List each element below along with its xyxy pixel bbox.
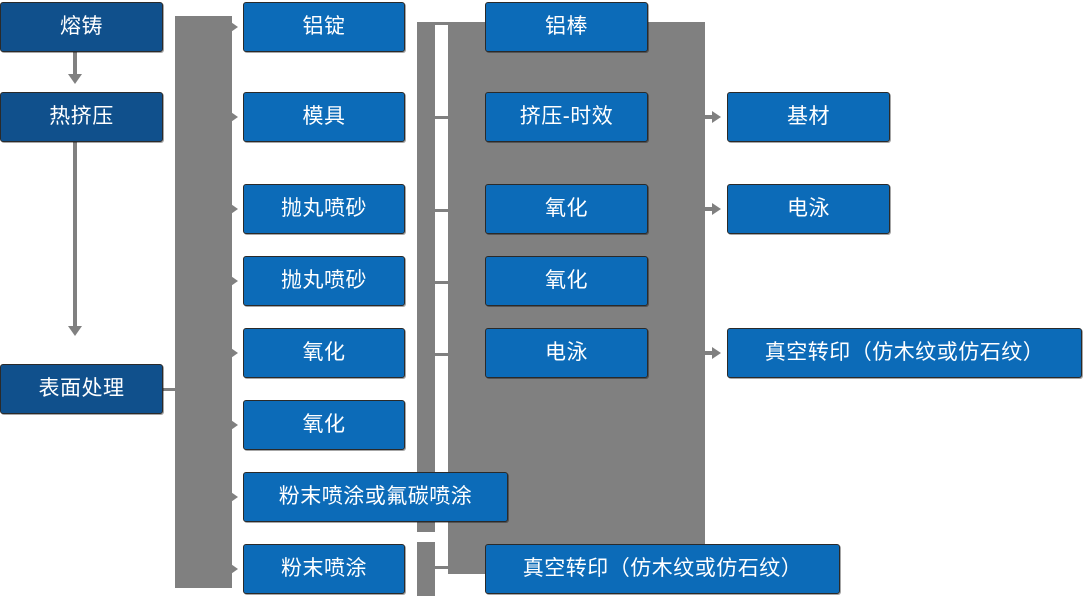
tick-connector-3: [435, 209, 451, 212]
arrow-shaft-to-output-2: [705, 207, 717, 211]
node-process-extrusion-aging[interactable]: 挤压-时效: [485, 92, 648, 142]
node-label: 真空转印（仿木纹或仿石纹）: [522, 557, 803, 581]
node-label: 粉末喷涂: [281, 557, 367, 581]
arrow-to-output-3: [712, 347, 721, 359]
arrow-shaft-to-output-3: [705, 351, 717, 355]
node-label: 铝棒: [545, 15, 588, 39]
tick-connector-5: [435, 353, 451, 356]
node-step-shot-blasting-1[interactable]: 抛丸喷砂: [243, 184, 405, 234]
node-step-aluminum-ingot[interactable]: 铝锭: [243, 2, 405, 52]
arrow-to-step-2: [228, 110, 238, 124]
node-label: 电泳: [545, 341, 588, 365]
arrow-to-step-1: [228, 20, 238, 34]
arrow-shaft-to-output-1: [705, 115, 717, 119]
node-label: 氧化: [545, 197, 588, 221]
node-label: 粉末喷涂或氟碳喷涂: [278, 485, 473, 509]
node-process-aluminum-bar[interactable]: 铝棒: [485, 2, 648, 52]
node-step-oxidation-2[interactable]: 氧化: [243, 400, 405, 450]
node-label: 氧化: [545, 269, 588, 293]
node-label: 真空转印（仿木纹或仿石纹）: [764, 341, 1045, 365]
node-label: 氧化: [302, 341, 346, 365]
tick-connector-6: [435, 566, 451, 569]
rail-steps-collector: [417, 22, 435, 532]
node-output-vacuum-transfer-printing[interactable]: 真空转印（仿木纹或仿石纹）: [727, 328, 1082, 378]
node-process-electrophoresis[interactable]: 电泳: [485, 328, 648, 378]
connector-surface-to-block: [163, 388, 179, 391]
node-process-oxidation-1[interactable]: 氧化: [485, 184, 648, 234]
arrow-extrusion-to-surface: [68, 326, 82, 336]
node-step-mold[interactable]: 模具: [243, 92, 405, 142]
node-label: 热挤压: [49, 105, 114, 129]
node-output-substrate[interactable]: 基材: [727, 92, 890, 142]
node-step-powder-coating[interactable]: 粉末喷涂: [243, 544, 405, 594]
node-label: 挤压-时效: [519, 105, 614, 129]
tick-connector-2: [435, 116, 451, 119]
arrow-to-step-7: [228, 490, 238, 504]
node-label: 抛丸喷砂: [281, 197, 367, 221]
rail-steps-collector-lower: [417, 542, 435, 596]
node-label: 熔铸: [60, 15, 103, 39]
node-stage-hot-extrusion[interactable]: 热挤压: [0, 92, 163, 142]
connector-melting-to-extrusion: [73, 52, 77, 80]
node-label: 基材: [787, 105, 830, 129]
node-process-oxidation-2[interactable]: 氧化: [485, 256, 648, 306]
tick-connector-1: [435, 22, 451, 25]
node-label: 氧化: [302, 413, 346, 437]
tick-connector-4: [435, 281, 451, 284]
node-label: 表面处理: [38, 377, 125, 401]
node-label: 抛丸喷砂: [281, 269, 367, 293]
arrow-to-output-2: [712, 203, 721, 215]
node-stage-surface-treatment[interactable]: 表面处理: [0, 364, 163, 414]
node-output-electrophoresis[interactable]: 电泳: [727, 184, 890, 234]
arrow-to-output-1: [712, 111, 721, 123]
node-label: 电泳: [787, 197, 830, 221]
arrow-to-step-3: [228, 202, 238, 216]
node-stage-melting[interactable]: 熔铸: [0, 2, 163, 52]
node-step-oxidation-1[interactable]: 氧化: [243, 328, 405, 378]
node-step-powder-or-fluorocarbon-coating[interactable]: 粉末喷涂或氟碳喷涂: [243, 472, 508, 522]
connector-block-stages-to-steps: [175, 16, 232, 588]
arrow-melting-to-extrusion: [68, 74, 82, 84]
arrow-to-step-4: [228, 274, 238, 288]
arrow-to-step-6: [228, 418, 238, 432]
node-label: 模具: [302, 105, 346, 129]
arrow-to-step-5: [228, 346, 238, 360]
node-process-vacuum-transfer-printing[interactable]: 真空转印（仿木纹或仿石纹）: [485, 544, 840, 594]
connector-extrusion-to-surface: [73, 142, 77, 332]
node-label: 铝锭: [302, 15, 346, 39]
node-step-shot-blasting-2[interactable]: 抛丸喷砂: [243, 256, 405, 306]
arrow-to-step-8: [228, 562, 238, 576]
